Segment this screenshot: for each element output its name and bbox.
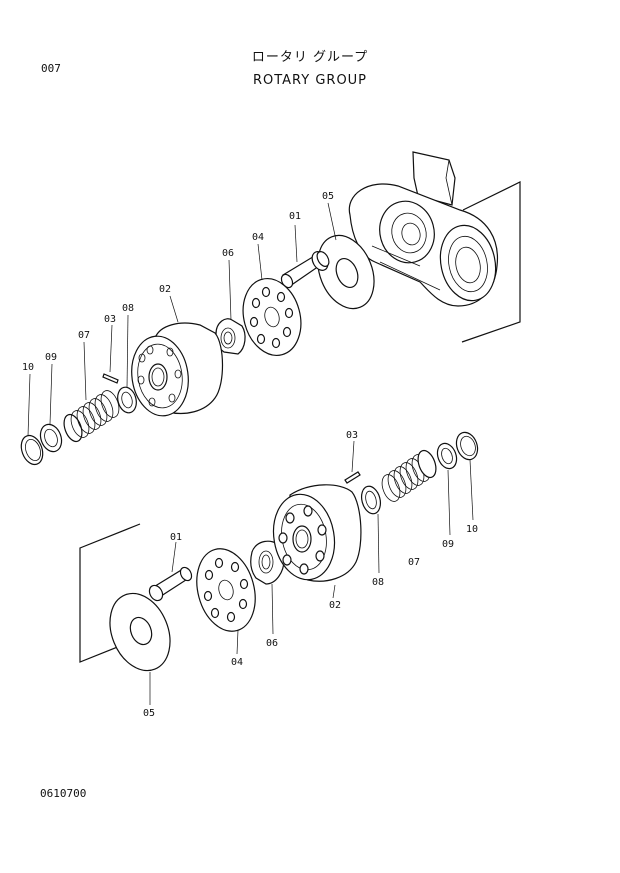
callout-09-upper: 09 [45, 352, 57, 363]
callout-08-upper: 08 [122, 303, 134, 314]
spacer-upper [117, 386, 137, 414]
callout-03-lower: 03 [346, 430, 358, 441]
pin-lower [344, 471, 361, 484]
housing-part [348, 151, 521, 343]
valve-plate-lower [109, 592, 171, 672]
spring-seat-upper [39, 423, 63, 453]
title-english: ROTARY GROUP [252, 73, 368, 88]
spring-seat-lower [436, 442, 458, 470]
center-pin-upper [280, 251, 330, 289]
spring-upper [63, 390, 120, 443]
callout-04-lower: 04 [231, 657, 243, 668]
callout-05-upper: 05 [322, 191, 334, 202]
spherical-bush-lower [250, 540, 285, 585]
snap-ring-upper [20, 434, 44, 466]
cylinder-block-lower [272, 484, 362, 582]
callout-02-lower: 02 [329, 600, 341, 611]
retainer-plate-upper [242, 278, 302, 356]
callout-06-upper: 06 [222, 248, 234, 259]
center-pin-lower [148, 566, 193, 602]
pin-upper [102, 373, 119, 384]
lower-bracket-line [79, 523, 141, 663]
callout-01-upper: 01 [289, 211, 301, 222]
callout-05-lower: 05 [143, 708, 155, 719]
snap-ring-lower [455, 431, 479, 461]
callout-10-lower: 10 [466, 524, 478, 535]
valve-plate-upper [317, 234, 375, 310]
callout-10-upper: 10 [22, 362, 34, 373]
retainer-plate-lower [196, 548, 256, 632]
callout-01-lower: 01 [170, 532, 182, 543]
drawing-number: 0610700 [40, 787, 87, 800]
spring-lower [381, 449, 437, 502]
callout-07-upper: 07 [78, 330, 90, 341]
callout-02-upper: 02 [159, 284, 171, 295]
callout-03-upper: 03 [104, 314, 116, 325]
spacer-lower [360, 485, 382, 515]
callout-09-lower: 09 [442, 539, 454, 550]
callout-06-lower: 06 [266, 638, 278, 649]
leader-lines-lower [149, 440, 474, 705]
callout-04-upper: 04 [252, 232, 264, 243]
page-code: 007 [41, 62, 61, 75]
callout-07-lower: 07 [408, 557, 420, 568]
title-japanese: ロータリ グループ [251, 50, 369, 65]
cylinder-block-upper [131, 322, 224, 417]
leader-lines-upper [27, 202, 337, 437]
callout-08-lower: 08 [372, 577, 384, 588]
